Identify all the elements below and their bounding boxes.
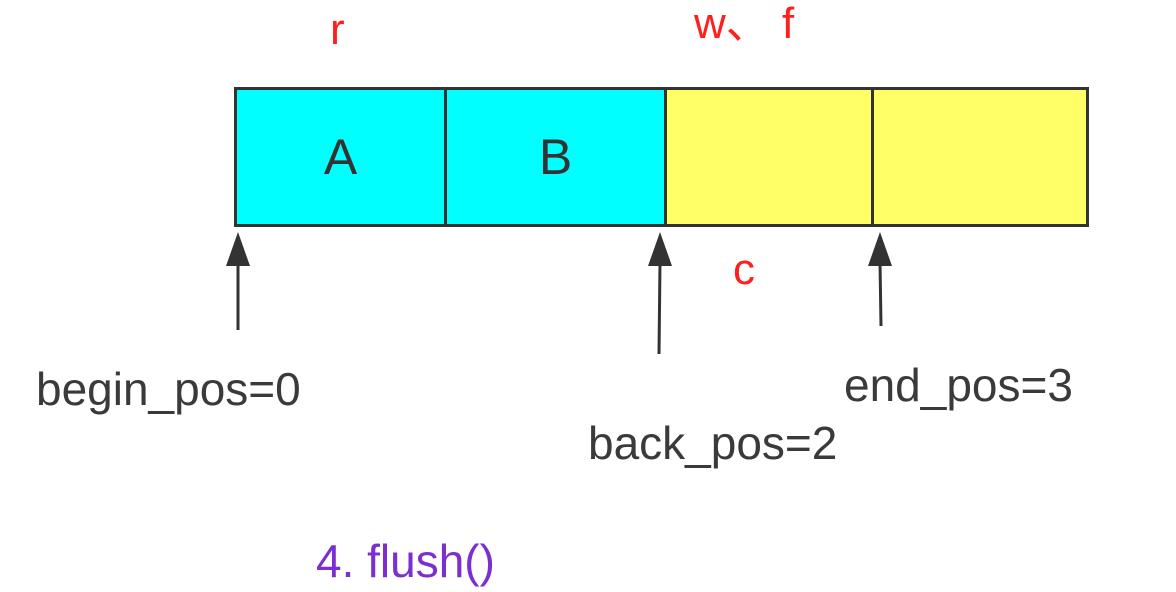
buffer-cell-0: A xyxy=(234,87,447,227)
buffer-cell-1: B xyxy=(444,87,667,227)
end-pos-arrow xyxy=(868,232,892,327)
buffer-cell-3 xyxy=(871,87,1089,227)
step-caption: 4. flush() xyxy=(316,535,495,587)
read-marker: r xyxy=(330,5,345,54)
begin-pos-arrow xyxy=(226,232,250,330)
end-pos-label: end_pos=3 xyxy=(844,359,1073,411)
buffer-cell-1-label: B xyxy=(538,129,573,185)
buffer-cell-0-label: A xyxy=(323,129,358,185)
back-pos-label: back_pos=2 xyxy=(588,417,838,469)
back-pos-arrow xyxy=(648,232,672,355)
commit-marker: c xyxy=(733,245,755,294)
begin-pos-label: begin_pos=0 xyxy=(36,363,301,415)
write-flush-marker: w、 f xyxy=(694,0,795,48)
